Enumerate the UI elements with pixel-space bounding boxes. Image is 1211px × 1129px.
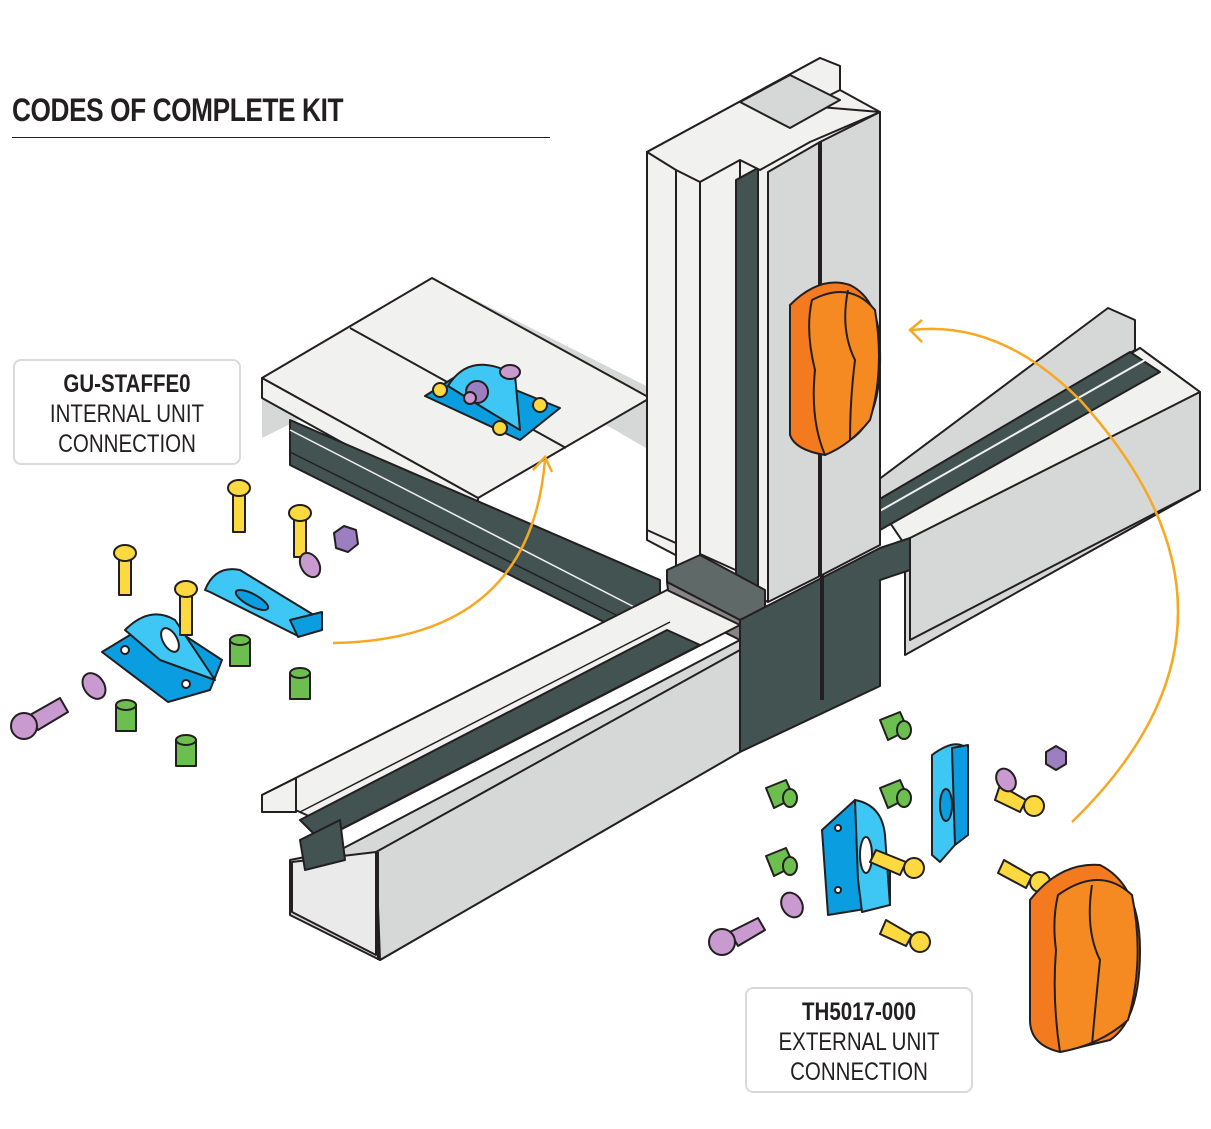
exploded-external-kit: [708, 711, 1141, 1053]
screw-yellow: [288, 504, 312, 558]
screw-yellow: [869, 849, 925, 879]
page-title: CODES OF COMPLETE KIT: [12, 92, 344, 128]
external-bracket-right: [931, 743, 969, 863]
kit-label-internal: GU-STAFFE0 INTERNAL UNIT CONNECTION: [13, 359, 241, 465]
front-sill-profile: [261, 589, 741, 961]
kit-description-external-line2: CONNECTION: [790, 1058, 928, 1086]
threaded-insert-green: [289, 667, 311, 700]
title-underline: [12, 137, 550, 138]
bolt-purple: [10, 697, 69, 740]
exploded-internal-kit: [10, 479, 359, 767]
threaded-insert-green: [879, 711, 912, 741]
arrowhead-external-icon: [908, 319, 923, 343]
right-sill-profile: [909, 391, 1201, 641]
screw-yellow: [994, 784, 1045, 817]
kit-code-internal: GU-STAFFE0: [63, 370, 191, 398]
nut: [333, 525, 359, 553]
arrow-internal-kit: [332, 459, 547, 645]
exploded-cover-cap: [1029, 863, 1141, 1053]
kit-description-internal-line1: INTERNAL UNIT: [49, 400, 205, 428]
kit-description-external-line1: EXTERNAL UNIT: [778, 1028, 940, 1056]
screw-yellow: [879, 919, 931, 953]
screw-yellow: [227, 479, 251, 533]
screw-yellow: [174, 580, 198, 636]
washer: [995, 767, 1017, 793]
washer: [298, 551, 322, 579]
bolt-purple: [708, 917, 766, 956]
washer: [81, 672, 107, 700]
internal-bracket-right: [204, 568, 323, 638]
threaded-insert-green: [115, 699, 137, 732]
arrow-external-kit: [911, 327, 1180, 823]
threaded-insert-green: [229, 634, 251, 667]
washer: [780, 891, 804, 919]
threaded-insert-green: [765, 847, 798, 877]
kit-description-internal-line2: CONNECTION: [58, 430, 196, 458]
nut: [1045, 745, 1067, 771]
threaded-insert-green: [765, 779, 798, 809]
screw-yellow: [113, 544, 137, 596]
threaded-insert-green: [175, 734, 197, 767]
rear-transom-profile: [261, 277, 670, 631]
assembly-arrows: [332, 319, 1180, 823]
threaded-insert-green: [879, 779, 912, 809]
installed-cover-cap: [789, 281, 882, 456]
installed-internal-bracket: [424, 363, 561, 441]
arrowhead-internal-icon: [532, 454, 554, 473]
kit-code-external: TH5017-000: [802, 998, 916, 1026]
kit-label-external: TH5017-000 EXTERNAL UNIT CONNECTION: [745, 987, 973, 1093]
internal-bracket-left: [101, 613, 223, 703]
